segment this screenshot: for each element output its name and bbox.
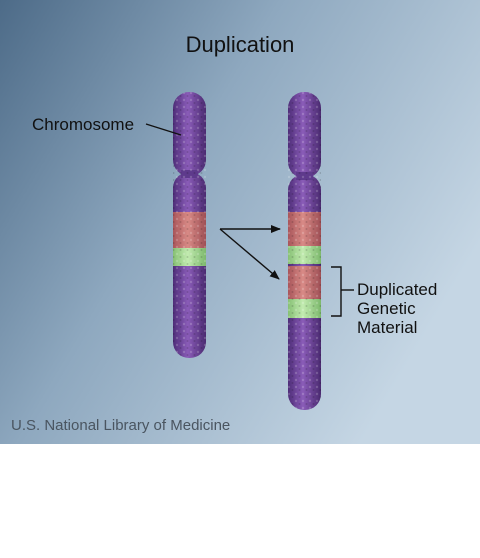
chromosome-normal [173, 92, 206, 358]
duplicated-label-line2: Genetic [357, 299, 416, 318]
credit-text: U.S. National Library of Medicine [11, 417, 231, 434]
texture [288, 92, 321, 410]
duplicated-genetic-material-label: Duplicated Genetic Material [357, 280, 437, 337]
duplicated-label-line1: Duplicated [357, 280, 438, 299]
chromosome-leader-line [145, 123, 182, 136]
chromosome-label: Chromosome [32, 115, 135, 134]
duplicated-label-line3: Material [357, 318, 418, 337]
diagram-title: Duplication [185, 32, 295, 57]
chromosome-duplicated [288, 92, 321, 410]
background [0, 0, 480, 444]
duplication-figure: Duplication Chromosome Duplicated Geneti… [0, 0, 480, 444]
texture [173, 92, 206, 358]
chromosome-diagram [145, 92, 354, 410]
arrow-lower [219, 228, 280, 280]
duplicated-bracket [331, 266, 342, 317]
